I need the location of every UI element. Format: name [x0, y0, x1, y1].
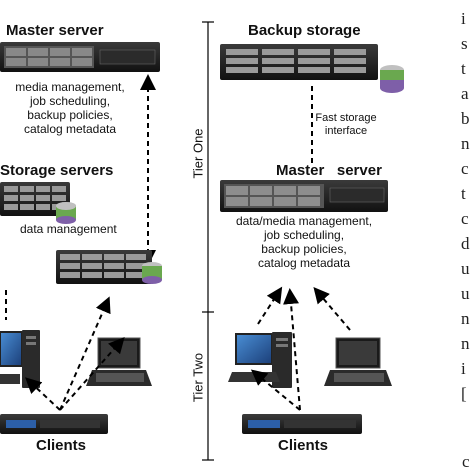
- right-master-title: Master server: [276, 162, 382, 179]
- left-client-arrows: [25, 296, 125, 411]
- database-icon: [56, 202, 76, 224]
- tier-axis: [202, 21, 214, 461]
- laptop-icon: [324, 337, 392, 386]
- storage-servers-description: data management: [20, 222, 117, 236]
- left-master-title: Master server: [6, 22, 104, 39]
- laptop-icon: [86, 337, 152, 386]
- right-client-arrows: [250, 286, 351, 411]
- database-icon: [142, 262, 162, 284]
- left-clients-title: Clients: [36, 437, 87, 454]
- right-master-server-icon: [220, 180, 388, 212]
- tier-one-label: Tier One: [190, 128, 206, 179]
- left-master-description: media management, job scheduling, backup…: [15, 80, 125, 136]
- side-text-column: i s t a b n c t c d u u n n i [: [461, 9, 470, 403]
- right-client-server-icon: [242, 414, 362, 434]
- backup-storage-title: Backup storage: [248, 22, 361, 39]
- left-client-server-icon: [0, 414, 108, 434]
- desktop-computer-icon: [228, 332, 292, 388]
- database-icon: [380, 65, 404, 93]
- fast-storage-interface-label: Fast storage interface: [315, 112, 377, 137]
- storage-server-2-icon: [56, 250, 152, 284]
- storage-servers-title: Storage servers: [0, 162, 114, 179]
- storage-server-1-icon: [0, 182, 70, 216]
- right-master-description: data/media management, job scheduling, b…: [235, 214, 373, 270]
- right-clients-title: Clients: [278, 437, 329, 454]
- left-master-server-icon: [0, 42, 160, 72]
- desktop-computer-icon: [0, 330, 40, 388]
- backup-storage-icon: [220, 44, 378, 80]
- tier-two-label: Tier Two: [190, 352, 206, 403]
- side-text-bottom: c: [462, 452, 470, 471]
